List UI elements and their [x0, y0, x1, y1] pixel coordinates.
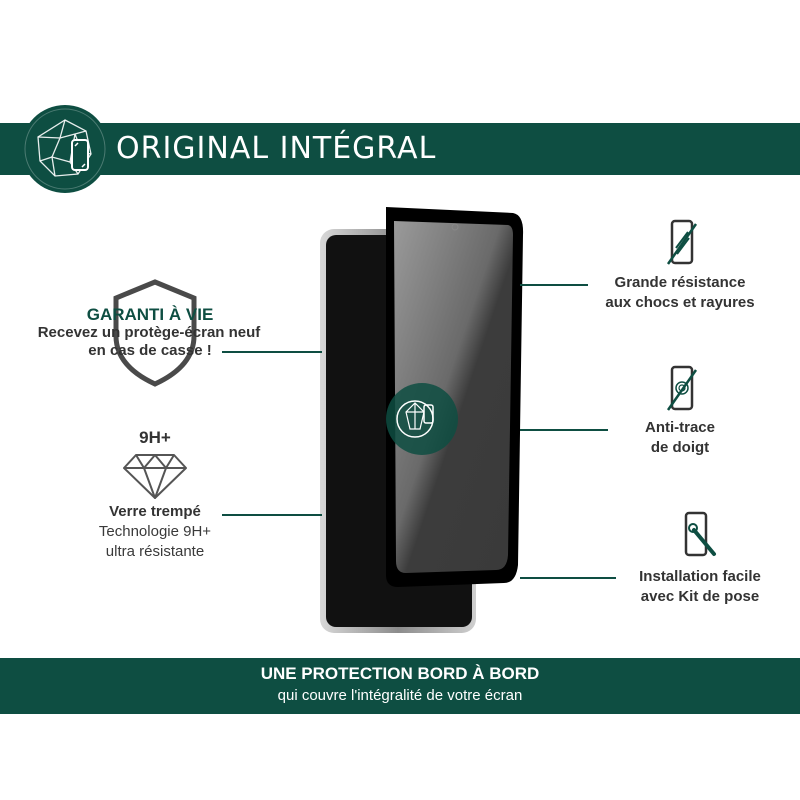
phone-tool-icon [680, 510, 720, 560]
warranty-title-text: GARANTI À VIE [86, 305, 214, 324]
feature-3-line-2: avec Kit de pose [640, 588, 760, 605]
phone-fingerprint-icon [662, 364, 702, 414]
warranty-shield-icon [110, 278, 200, 388]
footer-title: UNE PROTECTION BORD À BORD [260, 664, 540, 683]
warranty-line-2: en cas de casse ! [88, 342, 212, 359]
hardness-connector-line [222, 514, 322, 516]
feature-1-line-2: aux chocs et rayures [605, 294, 755, 311]
hardness-badge: 9H+ [139, 428, 171, 447]
feature-2-connector-line [520, 429, 608, 431]
feature-3-line-1: Installation facile [639, 568, 761, 585]
feature-2-line-2: de doigt [650, 439, 710, 456]
header-band [0, 123, 800, 175]
hardness-line-1: Technologie 9H+ [98, 523, 212, 540]
hardness-line-2: ultra résistante [105, 543, 205, 560]
warranty-line-1: Recevez un protège-écran neuf [37, 324, 261, 341]
phone-with-screen-protector-illustration [318, 205, 528, 637]
page-title: ORIGINAL INTÉGRAL [116, 131, 437, 166]
footer-band [0, 658, 800, 714]
feature-2-line-1: Anti-trace [644, 419, 715, 436]
feature-1-connector-line [520, 284, 588, 286]
brand-diamond-logo-icon [20, 104, 110, 194]
warranty-connector-line [222, 351, 322, 353]
feature-1-line-1: Grande résistance [614, 274, 746, 291]
footer-subtitle: qui couvre l'intégralité de votre écran [277, 687, 523, 704]
diamond-icon [122, 452, 188, 500]
hardness-title: Verre trempé [109, 503, 201, 520]
feature-3-connector-line [520, 577, 616, 579]
phone-scratch-icon [662, 218, 702, 268]
